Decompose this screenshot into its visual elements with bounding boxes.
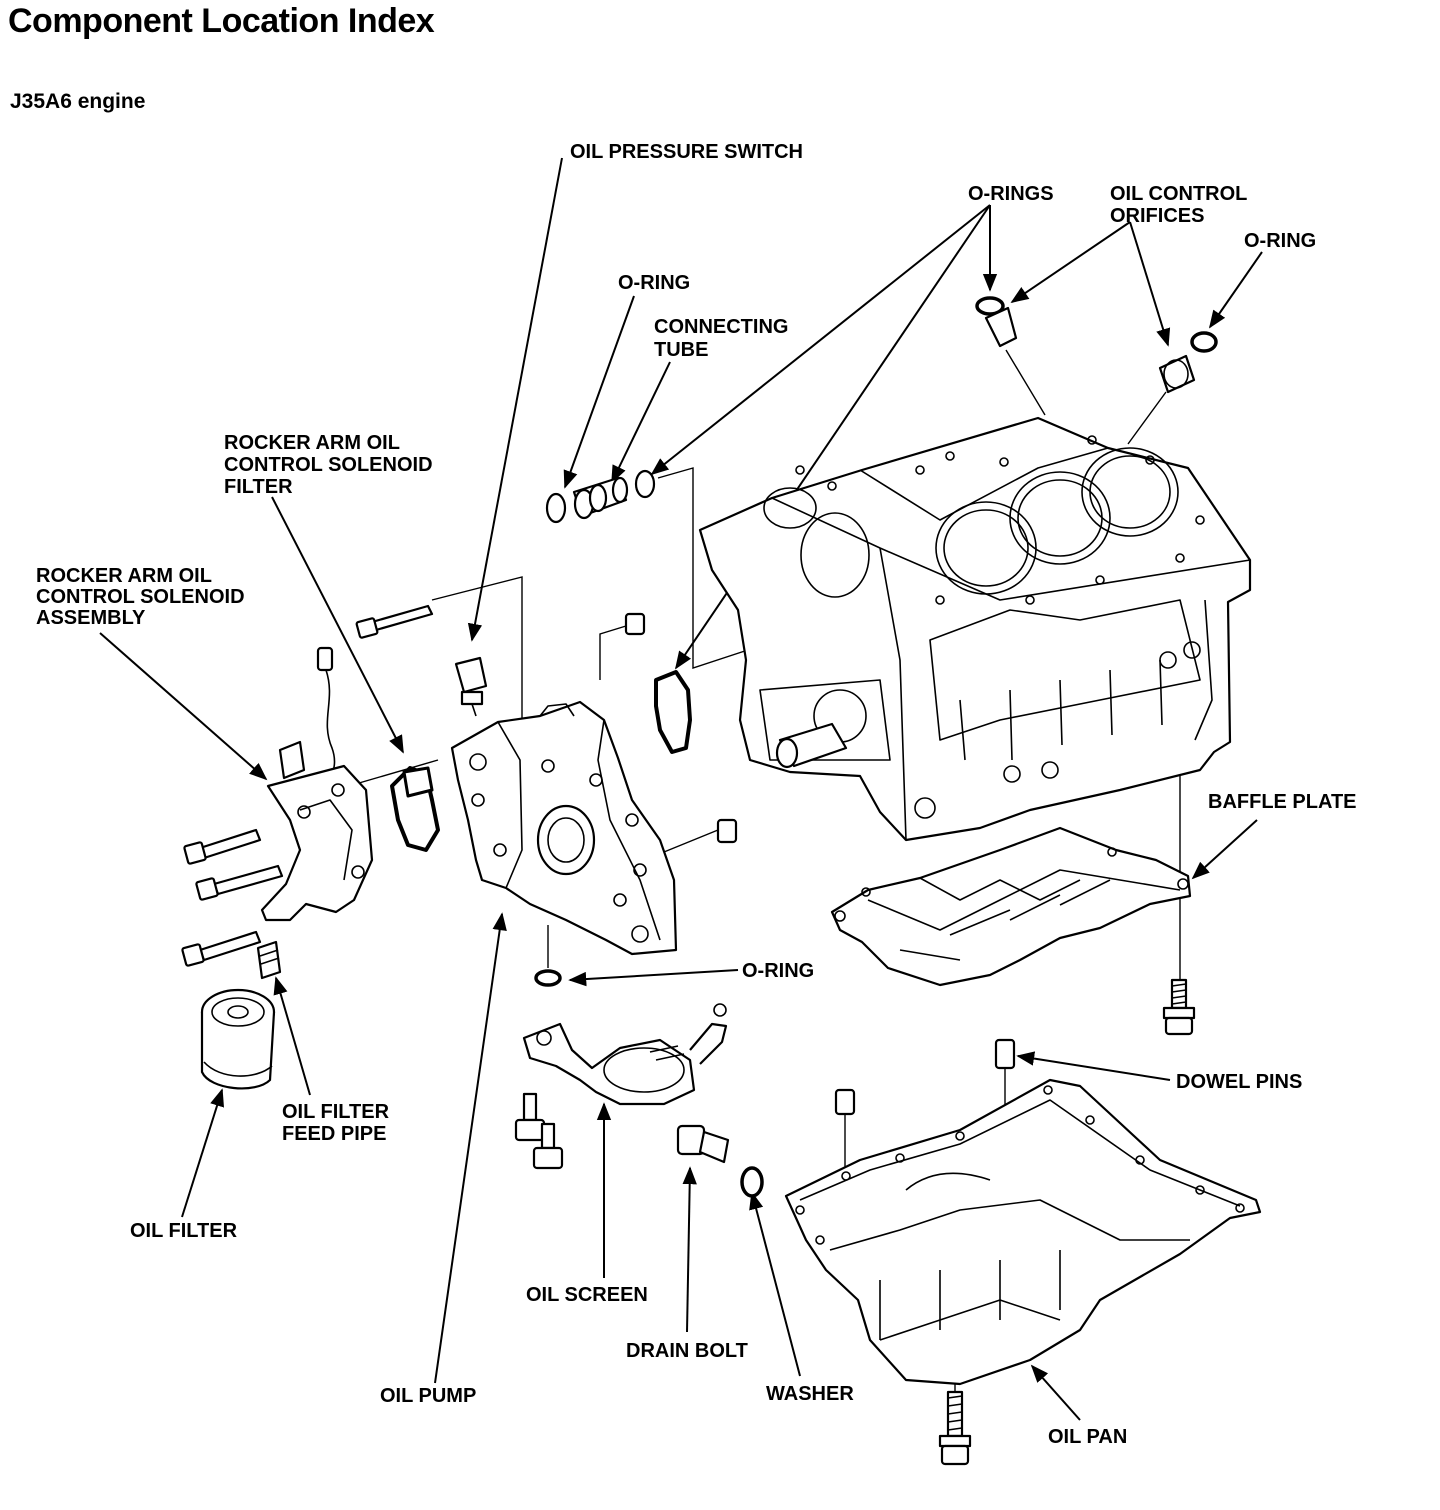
label-oil-pressure-switch: OIL PRESSURE SWITCH (570, 141, 803, 163)
label-drain-bolt: DRAIN BOLT (626, 1340, 748, 1362)
oil-pump-bolt (355, 604, 434, 639)
solenoid-bolt (181, 828, 284, 967)
label-rocker-filter-line3: FILTER (224, 476, 293, 498)
label-baffle-plate: BAFFLE PLATE (1208, 791, 1357, 813)
callout-labels: OIL PRESSURE SWITCH O-RINGS OIL CONTROL … (36, 141, 1357, 1448)
page-subtitle: J35A6 engine (10, 90, 146, 113)
baffle-plate (830, 826, 1192, 987)
label-rocker-filter-line2: CONTROL SOLENOID (224, 454, 433, 476)
page-title: Component Location Index (8, 2, 435, 40)
washer (740, 1166, 764, 1198)
oil-screen-bolt (514, 1092, 564, 1170)
connecting-tube-assembly (545, 469, 656, 524)
oil-pressure-switch (454, 656, 488, 717)
label-oil-filter: OIL FILTER (130, 1220, 238, 1242)
label-o-ring-right: O-RING (1244, 230, 1316, 252)
drain-bolt (676, 1124, 730, 1164)
oil-filter (200, 988, 276, 1090)
dowel-pin (834, 1038, 1016, 1116)
label-rocker-assembly-line3: ASSEMBLY (36, 607, 146, 629)
label-connecting-tube-line1: CONNECTING (654, 316, 788, 338)
label-rocker-assembly-line1: ROCKER ARM OIL (36, 565, 212, 587)
oil-filter-feed-pipe (256, 940, 282, 980)
rocker-arm-solenoid-filter (402, 766, 434, 798)
label-oil-filter-feed-pipe-line1: OIL FILTER (282, 1101, 390, 1123)
label-oil-control-orifices-line1: OIL CONTROL (1110, 183, 1247, 205)
oil-pump (450, 700, 678, 956)
oil-pump-dowel-pin (624, 612, 738, 844)
label-oil-control-orifices-line2: ORIFICES (1110, 205, 1204, 227)
oil-pan (784, 1078, 1262, 1386)
label-connecting-tube-line2: TUBE (654, 339, 708, 361)
engine-block (698, 416, 1252, 842)
baffle-plate-bolt (1162, 978, 1196, 1036)
label-oil-pan: OIL PAN (1048, 1426, 1127, 1448)
label-oil-screen: OIL SCREEN (526, 1284, 648, 1306)
label-o-ring-screen: O-RING (742, 960, 814, 982)
oil-screen (522, 969, 728, 1106)
label-o-ring-tube: O-RING (618, 272, 690, 294)
label-oil-filter-feed-pipe-line2: FEED PIPE (282, 1123, 386, 1145)
oil-control-orifices (975, 296, 1218, 394)
oil-pan-bolt (938, 1390, 972, 1466)
label-rocker-filter-line1: ROCKER ARM OIL (224, 432, 400, 454)
label-washer: WASHER (766, 1383, 854, 1405)
label-oil-pump: OIL PUMP (380, 1385, 476, 1407)
label-dowel-pins: DOWEL PINS (1176, 1071, 1302, 1093)
label-rocker-assembly-line2: CONTROL SOLENOID (36, 586, 245, 608)
label-o-rings: O-RINGS (968, 183, 1054, 205)
leader-lines (99, 157, 1263, 1421)
rocker-arm-solenoid-assembly (260, 646, 374, 922)
